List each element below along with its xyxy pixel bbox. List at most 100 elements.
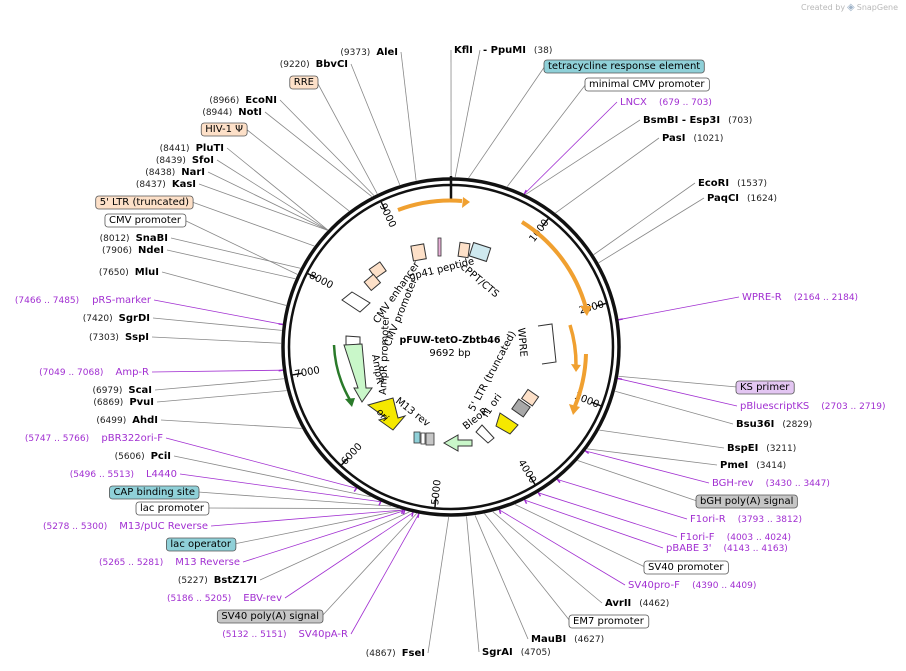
label-scai[interactable]: ScaI(6979) bbox=[92, 385, 152, 396]
label-sfoi[interactable]: SfoI(8439) bbox=[156, 155, 214, 166]
feature-lac-box-2[interactable] bbox=[420, 432, 426, 445]
label-fsei[interactable]: FseI(4867) bbox=[366, 648, 425, 659]
label-cap[interactable]: CAP binding site bbox=[109, 485, 200, 500]
label-ampr-pos: (7049 .. 7068) bbox=[39, 368, 103, 378]
feature-ampr-arrow[interactable] bbox=[343, 343, 373, 403]
label-sv40pro[interactable]: SV40 promoter bbox=[643, 560, 729, 575]
tick-1000 bbox=[541, 218, 549, 228]
label-pvui[interactable]: PvuI(6869) bbox=[93, 397, 154, 408]
feature-wpre-arc[interactable] bbox=[568, 324, 578, 367]
label-ltr5[interactable]: 5' LTR (truncated) bbox=[95, 195, 194, 210]
label-alei[interactable]: AleI(9373) bbox=[340, 47, 398, 58]
feature-gp41-tick[interactable] bbox=[437, 237, 442, 257]
feature-wpre-arrowhead[interactable] bbox=[571, 364, 581, 372]
feature-cppt-box[interactable] bbox=[457, 241, 471, 259]
label-avrii[interactable]: AvrII(4462) bbox=[605, 598, 669, 609]
inner-label-m13rev: M13 rev bbox=[393, 396, 432, 430]
feature-cmv-box-2[interactable] bbox=[363, 273, 382, 292]
label-tre[interactable]: tetracycline response element bbox=[543, 59, 705, 74]
feature-lac-box-3[interactable] bbox=[425, 432, 435, 446]
feature-cmv-enhancer-arrow[interactable] bbox=[341, 291, 371, 313]
label-l4440[interactable]: L4440(5496 .. 5513) bbox=[70, 469, 177, 480]
label-bghrev[interactable]: BGH-rev(3430 .. 3447) bbox=[712, 478, 830, 489]
label-bsmbi[interactable]: BsmBI - Esp3I(703) bbox=[643, 115, 752, 126]
label-sv40prof[interactable]: SV40pro-F(4390 .. 4409) bbox=[628, 580, 756, 591]
label-pbr322[interactable]: pBR322ori-F(5747 .. 5766) bbox=[25, 433, 163, 444]
label-bbvci[interactable]: BbvCI(9220) bbox=[280, 59, 348, 70]
label-ebvrev[interactable]: EBV-rev(5186 .. 5205) bbox=[167, 593, 282, 604]
label-pasi[interactable]: PasI(1021) bbox=[662, 133, 723, 144]
label-sgrai[interactable]: SgrAI(4705) bbox=[482, 647, 551, 658]
label-econi[interactable]: EcoNI(8966) bbox=[209, 95, 277, 106]
label-pcii[interactable]: PciI(5606) bbox=[115, 451, 171, 462]
label-paqci[interactable]: PaqCI(1624) bbox=[707, 193, 777, 204]
label-nari[interactable]: NarI(8438) bbox=[145, 167, 205, 178]
feature-ltr3-box[interactable] bbox=[520, 388, 540, 407]
label-hiv1[interactable]: HIV-1 Ψ bbox=[200, 122, 248, 137]
feature-gp41-box[interactable] bbox=[410, 243, 427, 262]
label-sgrdi[interactable]: SgrDI(7420) bbox=[83, 313, 150, 324]
label-prsm[interactable]: pRS-marker(7466 .. 7485) bbox=[15, 295, 152, 306]
label-lacop[interactable]: lac operator bbox=[166, 537, 237, 552]
feature-insert-arc[interactable] bbox=[520, 220, 588, 309]
label-f1orif[interactable]: F1ori-F(4003 .. 4024) bbox=[680, 532, 791, 543]
label-maubi-pos: (4627) bbox=[574, 635, 604, 645]
label-kasi[interactable]: KasI(8437) bbox=[136, 179, 196, 190]
label-ampr[interactable]: Amp-R(7049 .. 7068) bbox=[39, 367, 149, 378]
label-kfli[interactable]: KflI bbox=[454, 45, 473, 56]
feature-bleor-arrow[interactable] bbox=[442, 434, 473, 452]
label-lncx-pos: (679 .. 703) bbox=[659, 98, 712, 108]
label-pbabe3[interactable]: pBABE 3'(4143 .. 4163) bbox=[666, 543, 788, 554]
feature-rre-arc[interactable] bbox=[397, 198, 463, 212]
label-f1orir[interactable]: F1ori-R(3793 .. 3812) bbox=[690, 514, 802, 525]
feature-ltr3-arrowhead[interactable] bbox=[569, 404, 580, 415]
label-sv40par[interactable]: SV40pA-R(5132 .. 5151) bbox=[222, 629, 348, 640]
label-mlui[interactable]: MluI(7650) bbox=[99, 267, 159, 278]
label-wprer[interactable]: WPRE-R(2164 .. 2184) bbox=[742, 292, 858, 303]
label-ksprimer[interactable]: KS primer bbox=[735, 380, 795, 395]
feature-rre-arrowhead[interactable] bbox=[462, 197, 470, 208]
label-bspei[interactable]: BspEI(3211) bbox=[727, 443, 796, 454]
label-mincmv[interactable]: minimal CMV promoter bbox=[584, 77, 710, 92]
feature-wpre-bracket[interactable] bbox=[537, 323, 557, 365]
label-sv40pa-box bbox=[216, 609, 324, 624]
label-maubi[interactable]: MauBI(4627) bbox=[531, 634, 604, 645]
label-ppumi[interactable]: - PpuMI(38) bbox=[483, 45, 552, 56]
label-sspi[interactable]: SspI(7303) bbox=[89, 332, 149, 343]
feature-ltr3-arc[interactable] bbox=[573, 353, 588, 407]
label-tre-box bbox=[543, 59, 705, 74]
label-m13rev[interactable]: M13 Reverse(5265 .. 5281) bbox=[99, 557, 240, 568]
feature-lac-box-1[interactable] bbox=[413, 431, 421, 444]
label-bghpa[interactable]: bGH poly(A) signal bbox=[695, 494, 798, 509]
label-rre[interactable]: RRE bbox=[289, 75, 319, 90]
label-sv40pa[interactable]: SV40 poly(A) signal bbox=[216, 609, 324, 624]
label-ecori[interactable]: EcoRI(1537) bbox=[698, 178, 767, 189]
feature-cppt-hatch[interactable] bbox=[468, 241, 492, 263]
label-lncx[interactable]: LNCX(679 .. 703) bbox=[620, 97, 712, 108]
label-pbsks[interactable]: pBluescriptKS(2703 .. 2719) bbox=[740, 401, 886, 412]
feature-ampr-arc[interactable] bbox=[332, 344, 352, 401]
feature-insert-arrowhead[interactable] bbox=[580, 306, 592, 316]
label-pmei[interactable]: PmeI(3414) bbox=[720, 460, 786, 471]
label-bstz17i[interactable]: BstZ17I(5227) bbox=[178, 575, 257, 586]
inner-label-cppt: cPPT/CTS bbox=[458, 262, 501, 300]
label-noti[interactable]: NotI(8944) bbox=[202, 107, 262, 118]
label-snabi-name: SnaBI bbox=[136, 233, 168, 244]
label-lacpro[interactable]: lac promoter bbox=[135, 501, 210, 516]
leader-ecori bbox=[593, 182, 696, 255]
feature-ori-arrow[interactable] bbox=[366, 397, 407, 431]
label-pluti[interactable]: PluTI(8441) bbox=[160, 143, 224, 154]
label-bsu36i[interactable]: Bsu36I(2829) bbox=[736, 419, 812, 430]
label-bghrev-name: BGH-rev bbox=[712, 478, 754, 489]
label-snabi[interactable]: SnaBI(8012) bbox=[100, 233, 168, 244]
label-em7[interactable]: EM7 promoter bbox=[568, 614, 650, 629]
label-cmvpro[interactable]: CMV promoter bbox=[104, 213, 187, 228]
feature-ampr-arrowhead[interactable] bbox=[345, 398, 355, 407]
tick-3000 bbox=[591, 401, 602, 407]
label-ndei[interactable]: NdeI(7906) bbox=[102, 245, 164, 256]
label-m13puc[interactable]: M13/pUC Reverse(5278 .. 5300) bbox=[43, 521, 208, 532]
label-ahdi[interactable]: AhdI(6499) bbox=[96, 415, 158, 426]
feature-em7-arrow[interactable] bbox=[475, 424, 495, 444]
feature-bgh-box[interactable] bbox=[511, 398, 531, 418]
feature-f1ori-arrow[interactable] bbox=[495, 412, 519, 435]
